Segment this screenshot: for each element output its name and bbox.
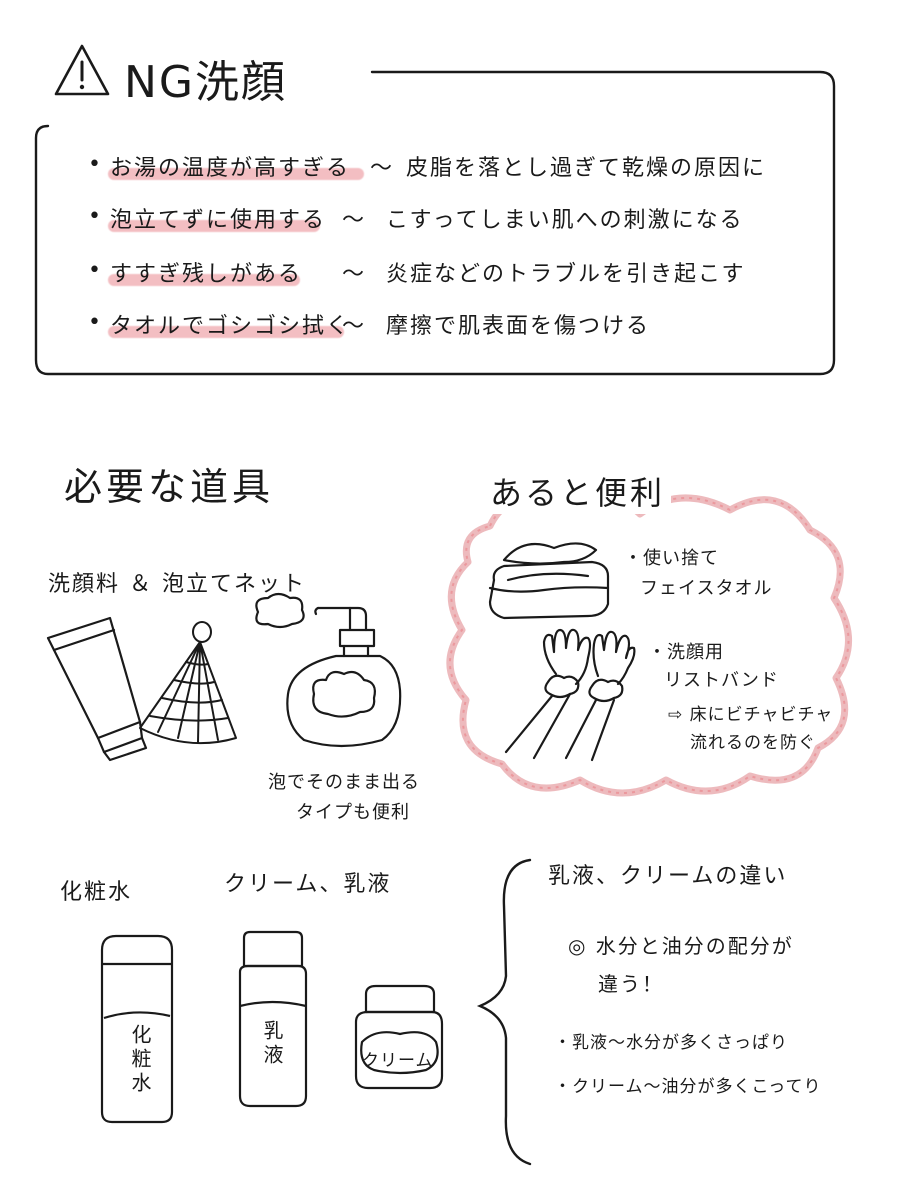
diff-point-line1: ◎ 水分と油分の配分が [568,934,794,958]
foam-note-line1: 泡でそのまま出る [268,772,420,793]
curly-brace [476,858,532,1166]
tilde: ～ [342,314,365,339]
milk-bottle-icon [238,930,308,1108]
cleanser-tube-icon [46,616,148,762]
milk-bottle-text: 乳液 [260,1020,284,1068]
ng-title: NG洗顔 [124,57,288,108]
handy-item1-line2: フェイスタオル [640,578,773,599]
cream-jar-text: クリーム [362,1051,434,1071]
bullet-dot: • [88,310,101,335]
toner-label: 化粧水 [60,880,133,905]
cleanser-label: 洗顔料 ＆ 泡立てネット [48,572,306,597]
diff-point-line2: 違う！ [598,972,664,996]
tilde: ～ [342,208,365,233]
ng-item-result: 炎症などのトラブルを引き起こす [386,262,746,287]
ng-item-issue: タオルでゴシゴシ拭く [110,314,351,339]
tissue-towel-icon [488,542,610,620]
foam-note-line2: タイプも便利 [296,802,410,823]
highlight-stroke [108,220,320,232]
handy-item2-line1: ・洗顔用 [648,642,724,663]
tilde: ～ [342,262,365,287]
ng-item: • タオルでゴシゴシ拭く ～ 摩擦で肌表面を傷つける [88,306,828,340]
diff-cream-note: ・クリーム～油分が多くこってり [554,1077,822,1097]
highlight-stroke [108,168,364,180]
ng-item-result: こすってしまい肌への刺激になる [386,208,744,233]
handy-title: あると便利 [484,468,672,514]
ng-item-issue: 泡立てずに使用する [110,208,327,233]
ng-item-issue: すすぎ残しがある [110,262,303,287]
ng-frame [34,70,836,376]
handy-item2-note-line2: 流れるのを防ぐ [690,733,816,753]
bullet-dot: • [88,204,101,229]
handy-item2-line2: リストバンド [664,670,779,691]
foam-net-icon [139,621,237,745]
cream-jar-icon [354,984,444,1090]
diff-title: 乳液、クリームの違い [548,864,788,889]
handy-item2-note-line1: ⇨ 床にビチャビチャ [668,705,834,725]
handy-item1-line1: ・使い捨て [624,548,719,569]
toner-bottle-icon [100,934,174,1124]
ng-item-result: 摩擦で肌表面を傷つける [386,314,651,339]
handy-cloud-border [446,491,852,797]
highlight-stroke [108,274,300,286]
foam-pump-bottle-icon [255,592,402,748]
toner-bottle-text: 化粧水 [128,1024,152,1096]
tilde: ～ [370,156,393,181]
diff-milk-note: ・乳液～水分が多くさっぱり [554,1033,788,1053]
ng-item: • お湯の温度が高すぎる ～ 皮脂を落とし過ぎて乾燥の原因に [88,148,828,182]
tools-title: 必要な道具 [64,465,275,509]
wristband-hands-icon [504,628,636,762]
cream-milk-label: クリーム、乳液 [224,872,392,897]
highlight-stroke [108,326,344,338]
bullet-dot: • [88,152,101,177]
ng-item-issue: お湯の温度が高すぎる [110,156,351,181]
ng-item: • すすぎ残しがある ～ 炎症などのトラブルを引き起こす [88,254,828,288]
bullet-dot: • [88,258,101,283]
ng-item-result: 皮脂を落とし過ぎて乾燥の原因に [406,156,767,181]
warning-icon [54,44,110,96]
ng-item: • 泡立てずに使用する ～ こすってしまい肌への刺激になる [88,200,828,234]
